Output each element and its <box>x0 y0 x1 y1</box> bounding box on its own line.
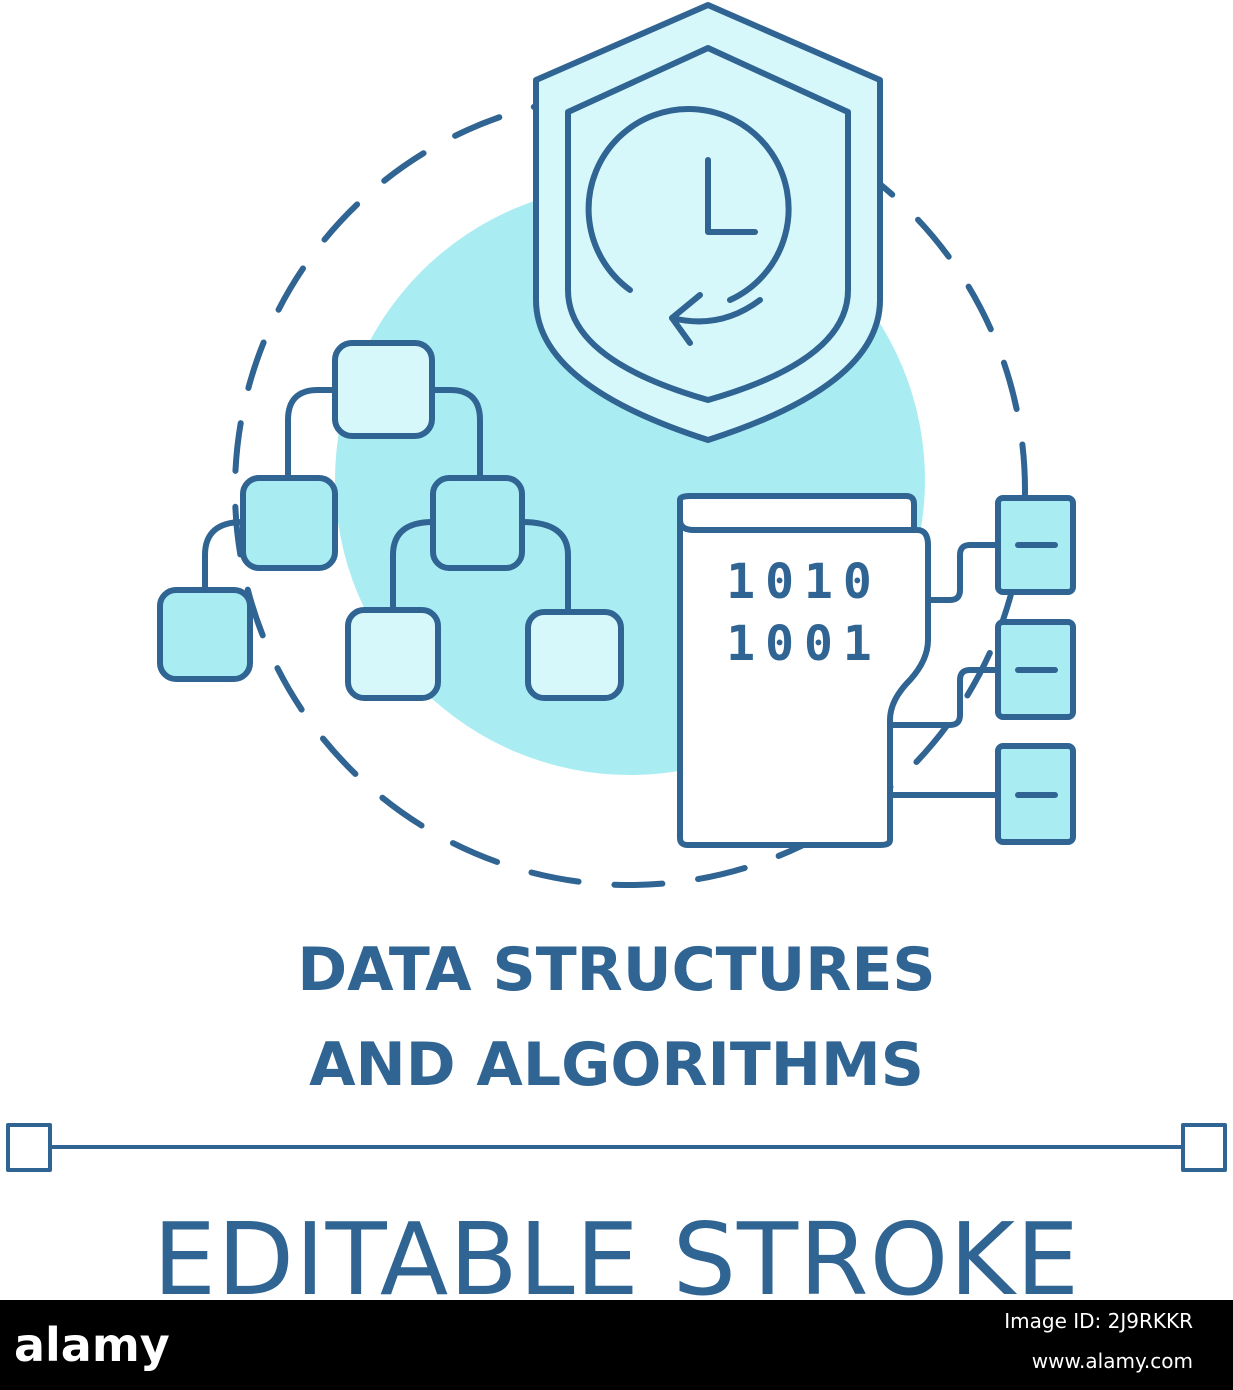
title-line-1: DATA STRUCTURES <box>297 935 936 1005</box>
footer-image-id: Image ID: 2J9RKKR <box>1004 1309 1193 1333</box>
stroke-guide <box>6 1123 1227 1172</box>
tree-diagram-icon <box>157 340 624 701</box>
footer-logo: alamy <box>14 1318 170 1372</box>
illustration-canvas: 1010 1001 <box>6 2 1227 1172</box>
tree-node-leaf-2 <box>345 607 441 701</box>
footer-bar: alamy Image ID: 2J9RKKR www.alamy.com <box>0 1300 1233 1390</box>
tree-node-root <box>332 340 435 439</box>
editable-stroke-label: EDITABLE STROKE <box>152 1201 1081 1300</box>
tree-node-leaf-1 <box>157 587 253 682</box>
stroke-handle-right <box>1181 1123 1227 1172</box>
title-line-2: AND ALGORITHMS <box>309 1030 924 1100</box>
tree-node-right <box>430 475 525 571</box>
binary-row-2: 1001 <box>726 616 882 672</box>
tree-node-leaf-3 <box>525 609 624 701</box>
binary-document-icon <box>677 493 931 848</box>
refresh-arrow-icon <box>669 292 763 346</box>
binary-row-1: 1010 <box>726 554 882 610</box>
tree-node-left <box>240 475 338 571</box>
footer-url: www.alamy.com <box>1031 1349 1193 1373</box>
clock-icon <box>585 106 792 303</box>
concept-illustration: 1010 1001 DATA STRUCTURES AND ALGORITHMS… <box>6 2 1227 1300</box>
list-item-icon <box>995 495 1076 845</box>
stroke-handle-left <box>6 1123 52 1172</box>
